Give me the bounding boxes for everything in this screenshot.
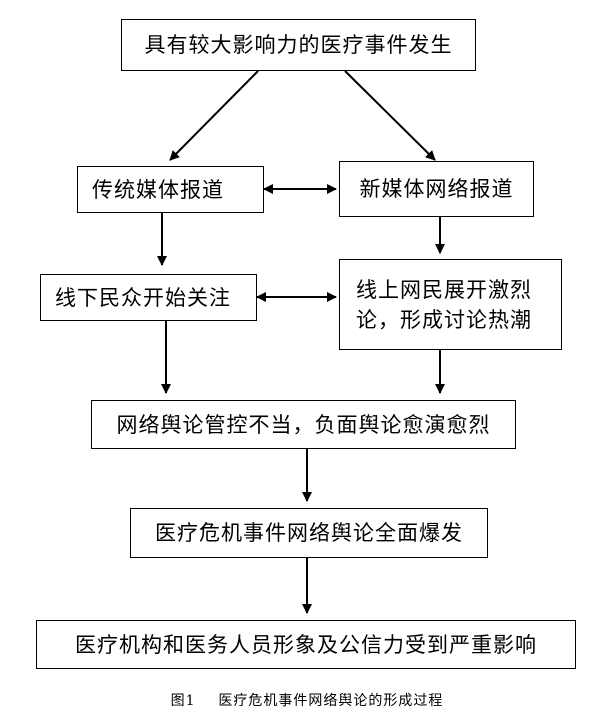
node-control-failure: 网络舆论管控不当，负面舆论愈演愈烈	[91, 400, 516, 449]
node-medical-event: 具有较大影响力的医疗事件发生	[121, 19, 476, 71]
node-online-netizens-line1: 线上网民展开激烈	[356, 277, 532, 302]
node-online-netizens-line2: 论，形成讨论热潮	[356, 307, 532, 332]
figure-caption: 图1 医疗危机事件网络舆论的形成过程	[0, 690, 614, 710]
node-online-netizens: 线上网民展开激烈 论，形成讨论热潮	[339, 259, 562, 350]
figure-number: 图1	[170, 693, 196, 709]
arrow-top-to-new-media	[344, 70, 436, 161]
node-traditional-media: 传统媒体报道	[77, 166, 264, 213]
node-impact: 医疗机构和医务人员形象及公信力受到严重影响	[36, 620, 576, 669]
arrow-top-to-traditional	[169, 70, 259, 161]
figure-title: 医疗危机事件网络舆论的形成过程	[218, 693, 444, 709]
node-outbreak: 医疗危机事件网络舆论全面爆发	[130, 508, 488, 558]
node-offline-public: 线下民众开始关注	[40, 274, 257, 321]
node-new-media: 新媒体网络报道	[339, 161, 534, 217]
